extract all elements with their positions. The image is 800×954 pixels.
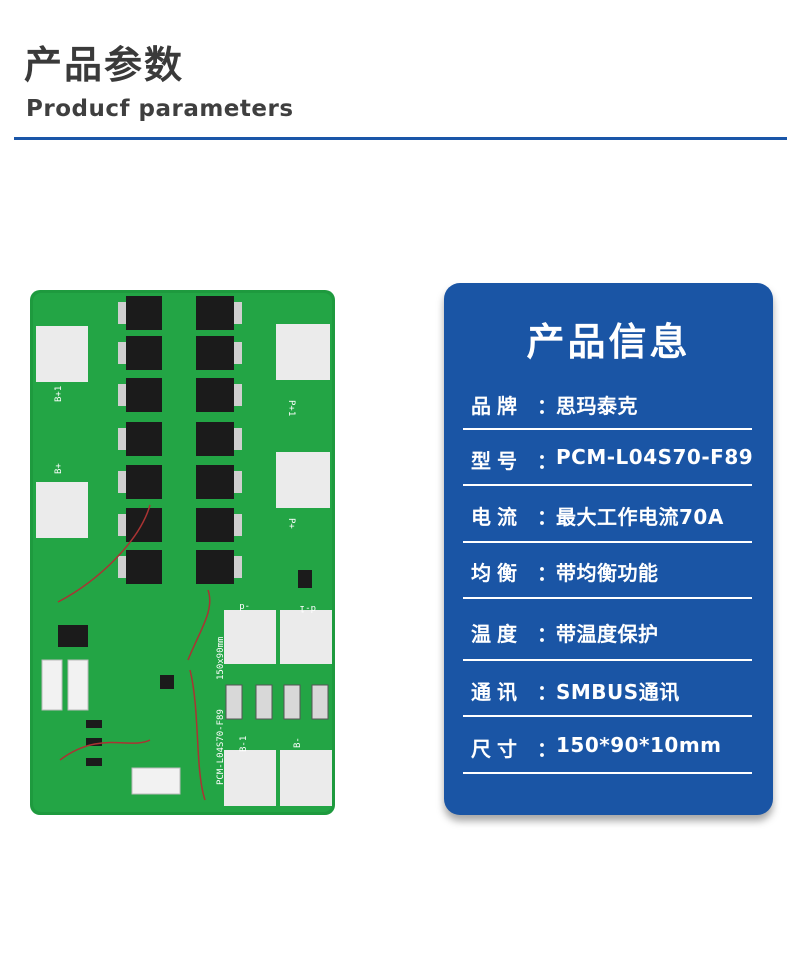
info-row-size: 尺寸 ： 150*90*10mm — [463, 731, 752, 761]
row-label: 品牌 — [471, 394, 523, 418]
info-row-temperature: 温度 ： 带温度保护 — [463, 616, 752, 646]
row-label: 型号 — [471, 449, 523, 473]
row-value: 带均衡功能 — [556, 561, 659, 585]
row-divider — [463, 484, 752, 486]
row-value: 150*90*10mm — [556, 733, 722, 757]
row-value: 思玛泰克 — [556, 394, 638, 418]
page-title-cn: 产品参数 — [24, 43, 185, 87]
info-row-brand: 品牌 ： 思玛泰克 — [463, 388, 752, 418]
pcb-label-b-minus-1: B-1 — [239, 736, 249, 752]
info-row-model: 型号 ： PCM-L04S70-F89 — [463, 443, 754, 473]
row-label: 通讯 — [471, 680, 523, 704]
info-row-communication: 通讯 ： SMBUS通讯 — [463, 674, 752, 704]
pcb-board-image: B+1 B+ P+1 P+ -d d-1 150x90mm PCM-L04S70… — [30, 290, 335, 815]
row-label: 尺寸 — [471, 737, 523, 761]
row-value: SMBUS通讯 — [556, 680, 680, 704]
pcb-label-p-plus-1: P+1 — [286, 400, 296, 416]
row-separator: ： — [537, 394, 557, 418]
row-label: 均衡 — [471, 561, 523, 585]
pcb-label-b-plus: B+ — [54, 463, 64, 474]
row-separator: ： — [537, 680, 557, 704]
row-divider — [463, 715, 752, 717]
row-divider — [463, 659, 752, 661]
row-label: 电流 — [471, 505, 523, 529]
row-separator: ： — [537, 561, 557, 585]
row-separator: ： — [537, 505, 557, 529]
info-row-current: 电流 ： 最大工作电流70A — [463, 499, 752, 529]
pcb-label-p-plus: P+ — [286, 518, 296, 529]
pcb-label-b-plus-1: B+1 — [54, 386, 64, 402]
product-info-card: 产品信息 品牌 ： 思玛泰克 型号 ： PCM-L04S70-F89 电流 ： … — [444, 283, 773, 815]
pcb-label-minus-d: -d — [239, 601, 250, 611]
row-separator: ： — [537, 449, 557, 473]
row-divider — [463, 428, 752, 430]
row-value: 最大工作电流70A — [556, 505, 724, 529]
row-value: PCM-L04S70-F89 — [556, 445, 754, 469]
row-divider — [463, 597, 752, 599]
row-divider — [463, 772, 752, 774]
row-separator: ： — [537, 622, 557, 646]
card-title: 产品信息 — [526, 320, 691, 364]
page-title-en: Producf parameters — [26, 96, 294, 122]
header-divider — [14, 137, 787, 140]
pcb-label-model: PCM-L04S70-F89 — [216, 709, 226, 785]
row-label: 温度 — [471, 622, 523, 646]
info-row-balance: 均衡 ： 带均衡功能 — [463, 555, 752, 585]
row-value: 带温度保护 — [556, 622, 659, 646]
pcb-label-size: 150x90mm — [216, 637, 226, 680]
row-divider — [463, 541, 752, 543]
pcb-label-b-minus: B- — [293, 737, 303, 748]
pcb-label-d-minus-1: d-1 — [300, 603, 316, 613]
row-separator: ： — [537, 737, 557, 761]
